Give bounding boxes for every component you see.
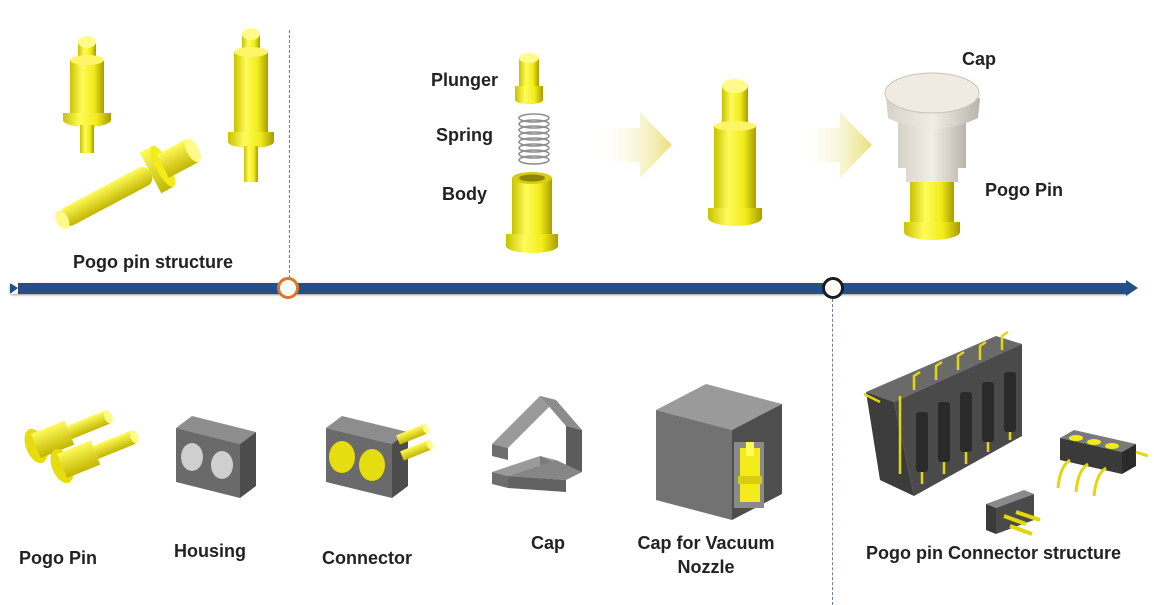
pogo-pin-upright-left [63, 36, 111, 153]
capped-pogo-pin [884, 72, 980, 240]
pogo-pin-structure-label: Pogo pin structure [73, 252, 234, 272]
small-connector-structure-right [1056, 430, 1149, 497]
large-connector-structure [863, 330, 1022, 496]
timeline-arrowhead [1126, 280, 1138, 296]
divider-dashed-bottom [832, 299, 833, 605]
assembly-arrow-2 [800, 112, 872, 178]
housing-icon [176, 416, 256, 498]
connector-icon [326, 416, 434, 498]
body-part [506, 172, 558, 253]
timeline-bar [10, 283, 1128, 294]
vacuum-cap-label-line1: Cap for Vacuum [637, 533, 775, 553]
cap-icon [492, 396, 582, 492]
connector-structure-label: Pogo pin Connector structure [866, 543, 1122, 563]
vacuum-cap-label-line2: Nozzle [677, 557, 735, 577]
vacuum-cap-item-label: Cap for Vacuum Nozzle [630, 533, 782, 578]
timeline-tail-notch [10, 283, 18, 294]
body-label: Body [442, 184, 487, 204]
timeline-marker-orange [277, 277, 299, 299]
connector-item-label: Connector [322, 548, 412, 568]
assembled-pogo-pin [708, 79, 762, 226]
plunger-label: Plunger [431, 70, 499, 90]
cap-item-label: Cap [531, 533, 566, 553]
vacuum-cap-icon [656, 384, 782, 520]
pogo-pin-upright-right [228, 28, 274, 182]
spring-label: Spring [436, 125, 493, 145]
spring-part [518, 113, 550, 165]
timeline-marker-dark [822, 277, 844, 299]
assembly-arrow-1 [598, 112, 672, 178]
pogo-pin-pair-icon [24, 410, 139, 484]
housing-item-label: Housing [174, 541, 246, 561]
pogo-pin-item-label: Pogo Pin [19, 548, 97, 568]
pogo-pin-top-label: Pogo Pin [985, 180, 1063, 200]
pogo-pin-lying [55, 138, 201, 230]
cap-top-label: Cap [962, 49, 997, 69]
divider-dashed-top [289, 30, 290, 278]
plunger-part [515, 53, 543, 104]
small-connector-structure-left [986, 490, 1041, 536]
